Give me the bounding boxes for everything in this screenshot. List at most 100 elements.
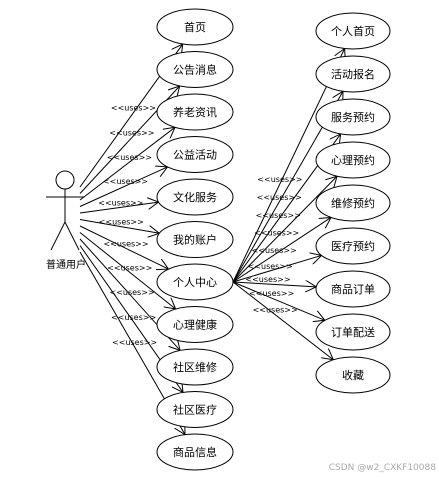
right-link-5 [232,255,322,283]
left-link-3 [79,167,168,207]
uses-links: <<uses>> <<uses>> <<uses>> <<uses>> <<uses>>… [79,44,345,435]
right-usecase-5: 医疗预约 [315,227,391,265]
left-usecase-label-2: 养老资讯 [173,105,217,119]
left-usecase-7: 心理健康 [156,306,234,343]
left-usecase-label-7: 心理健康 [173,318,217,332]
left-uses-label-4: <<uses>> [98,198,143,207]
left-usecase-label-3: 公益活动 [173,148,217,162]
actor: 普通用户 [46,170,86,271]
left-uses-label-3: <<uses>> [103,177,148,186]
left-usecase-ellipse-0 [156,8,234,46]
left-link-5 [79,219,159,234]
right-usecase-ellipse-5 [315,227,391,265]
right-link-4 [232,217,331,283]
right-uses-label-0: <<uses>> [257,175,302,184]
use-cases: 首页公告消息养老资讯公益活动文化服务我的账户个人中心心理健康社区维修社区医疗商品… [156,8,391,471]
left-usecase-ellipse-8 [156,348,234,386]
right-uses-label-5: <<uses>> [248,262,293,271]
left-uses-label-2: <<uses>> [107,153,152,162]
right-usecase-ellipse-6 [315,270,391,308]
left-usecase-label-1: 公告消息 [173,63,217,77]
left-usecase-10: 商品信息 [156,433,234,471]
left-uses-label-5: <<uses>> [99,218,144,227]
left-uses-label-8: <<uses>> [109,288,154,297]
left-usecase-2: 养老资讯 [156,93,234,131]
right-usecase-ellipse-2 [315,98,391,136]
right-link-0 [232,49,345,283]
left-usecase-label-5: 我的账户 [173,233,217,247]
right-link-8 [232,281,333,360]
left-usecase-6: 个人中心 [156,263,234,301]
right-usecase-ellipse-1 [315,55,391,93]
left-usecase-ellipse-3 [156,136,234,173]
right-uses-label-3: <<uses>> [254,229,299,238]
left-usecase-ellipse-4 [156,178,234,216]
right-usecase-label-2: 服务预约 [331,111,375,124]
actor-head [55,170,75,190]
left-usecase-ellipse-1 [156,51,234,88]
right-usecase-label-4: 维修预约 [331,196,375,210]
actor-leg-right [64,221,80,251]
right-usecase-ellipse-8 [315,356,391,394]
left-usecase-label-8: 社区维修 [173,360,217,374]
left-link-2 [79,127,175,201]
left-usecase-5: 我的账户 [156,221,234,258]
left-usecase-ellipse-7 [156,306,234,343]
left-uses-label-6: <<uses>> [103,239,148,248]
right-usecase-ellipse-4 [315,184,391,222]
right-uses-label-7: <<uses>> [249,289,294,298]
left-link-6 [79,225,169,269]
right-usecase-3: 心理预约 [315,141,391,179]
left-usecase-ellipse-6 [156,263,234,301]
right-usecase-4: 维修预约 [315,184,391,222]
left-link-7 [79,232,176,310]
left-usecase-ellipse-2 [156,93,234,131]
right-uses-label-2: <<uses>> [256,211,301,220]
right-usecase-8: 收藏 [315,356,391,394]
right-usecase-0: 个人首页 [315,12,391,50]
right-usecase-label-5: 医疗预约 [331,239,375,253]
left-uses-label-0: <<uses>> [111,104,156,113]
left-usecase-ellipse-5 [156,221,234,258]
right-usecase-label-7: 订单配送 [331,325,375,339]
left-usecase-label-6: 个人中心 [173,276,217,289]
left-uses-label-10: <<uses>> [112,338,157,347]
left-uses-label-1: <<uses>> [109,129,154,138]
right-link-6 [232,282,316,287]
left-usecase-3: 公益活动 [156,136,234,173]
right-usecase-1: 活动报名 [315,55,391,93]
right-uses-label-6: <<uses>> [245,275,290,284]
watermark: CSDN @w2_CXKF10088 [329,463,437,473]
left-usecase-label-10: 商品信息 [173,445,217,459]
left-uses-label-7: <<uses>> [107,263,152,272]
right-usecase-label-8: 收藏 [342,368,364,382]
left-usecase-4: 文化服务 [156,178,234,216]
right-usecase-ellipse-3 [315,141,391,179]
right-usecase-label-6: 商品订单 [331,282,375,296]
right-usecase-ellipse-0 [315,12,391,50]
left-usecase-8: 社区维修 [156,348,234,386]
actor-label: 普通用户 [46,258,86,271]
left-usecase-ellipse-10 [156,433,234,471]
right-uses-label-4: <<uses>> [252,246,297,255]
right-usecase-2: 服务预约 [315,98,391,136]
right-usecase-7: 订单配送 [315,313,391,351]
left-usecase-ellipse-9 [156,391,234,428]
right-usecase-label-3: 心理预约 [331,154,375,167]
left-usecase-1: 公告消息 [156,51,234,88]
left-usecase-label-0: 首页 [184,20,206,34]
right-uses-label-1: <<uses>> [257,193,302,202]
right-usecase-label-0: 个人首页 [331,24,375,38]
left-link-4 [79,202,159,214]
left-usecase-label-4: 文化服务 [173,190,217,204]
right-link-7 [232,281,325,320]
left-uses-label-9: <<uses>> [111,313,156,322]
left-usecase-9: 社区医疗 [156,391,234,428]
actor-leg-left [50,221,66,251]
right-usecase-6: 商品订单 [315,270,391,308]
right-link-3 [232,176,337,283]
right-usecase-ellipse-7 [315,313,391,351]
right-uses-label-8: <<uses>> [253,306,298,315]
